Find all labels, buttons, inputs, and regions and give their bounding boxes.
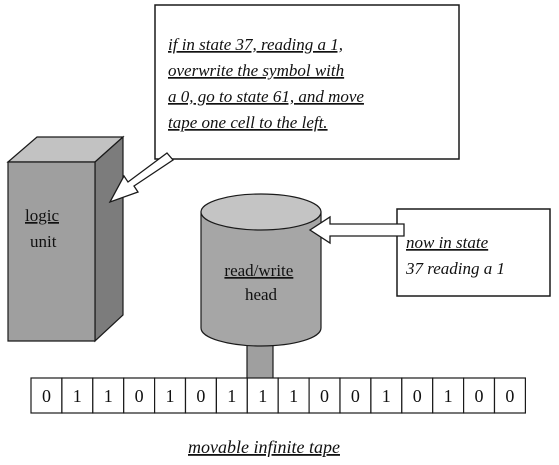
tape-cell: 1 — [277, 377, 310, 414]
tape-cell: 0 — [493, 377, 526, 414]
tape-cell-symbol: 0 — [413, 386, 422, 406]
logic-unit-label-line-2: unit — [30, 232, 57, 251]
tape-cell: 1 — [246, 377, 279, 414]
tape-cell-symbol: 1 — [73, 386, 82, 406]
tape-cell-symbol: 1 — [104, 386, 113, 406]
arrow-to-head — [308, 215, 405, 245]
tape-cell: 0 — [463, 377, 496, 414]
tape-cell: 1 — [154, 377, 187, 414]
tape-cell: 0 — [401, 377, 434, 414]
tape-cell-box — [123, 377, 156, 414]
head-label: read/write head — [224, 261, 297, 304]
tape-cell-symbol: 0 — [42, 386, 51, 406]
state-callout-text: now in state 37 reading a 1 — [405, 233, 505, 278]
state-callout: now in state 37 reading a 1 — [396, 208, 551, 297]
rule-line-1: if in state 37, reading a 1, — [168, 35, 343, 54]
tape-cell: 0 — [308, 377, 341, 414]
state-line-1: now in state — [406, 233, 489, 252]
logic-unit: logic unit — [6, 135, 125, 343]
tape-cell-symbol: 0 — [505, 386, 514, 406]
tape-cell: 0 — [123, 377, 156, 414]
tape-cell: 1 — [370, 377, 403, 414]
rule-callout-text: if in state 37, reading a 1, overwrite t… — [168, 35, 368, 132]
tape-cell-symbol: 0 — [135, 386, 144, 406]
rule-line-4: tape one cell to the left. — [168, 113, 328, 132]
tape-cell-symbol: 0 — [320, 386, 329, 406]
state-callout-box — [396, 208, 551, 297]
tape-cell-symbol: 1 — [289, 386, 298, 406]
tape-cell-box — [246, 377, 279, 414]
tape-cell-box — [493, 377, 526, 414]
tape-cell-box — [308, 377, 341, 414]
rule-callout: if in state 37, reading a 1, overwrite t… — [154, 4, 460, 160]
head-body — [200, 211, 322, 347]
tape-cell-box — [184, 377, 217, 414]
rule-line-2: overwrite the symbol with — [168, 61, 344, 80]
tape: 0 1 1 0 1 0 1 1 1 0 0 1 0 1 0 0 — [30, 377, 526, 414]
tape-cell-box — [277, 377, 310, 414]
tape-cell: 1 — [215, 377, 248, 414]
tape-cell-box — [432, 377, 465, 414]
tape-cell-symbol: 0 — [475, 386, 484, 406]
tape-cell: 0 — [30, 377, 63, 414]
rule-line-3: a 0, go to state 61, and move — [168, 87, 364, 106]
tape-cell: 0 — [184, 377, 217, 414]
state-line-2: 37 reading a 1 — [405, 259, 505, 278]
head-label-line-2: head — [245, 285, 278, 304]
tape-cell-box — [339, 377, 372, 414]
tape-cell-box — [92, 377, 125, 414]
tape-cell-symbol: 0 — [196, 386, 205, 406]
tape-cell-symbol: 1 — [166, 386, 175, 406]
tape-cell-symbol: 1 — [227, 386, 236, 406]
tape-cell: 1 — [432, 377, 465, 414]
arrow-to-logic-unit — [108, 152, 174, 204]
tape-cell: 1 — [61, 377, 94, 414]
tape-cell-box — [401, 377, 434, 414]
logic-unit-label-line-1: logic — [25, 206, 59, 225]
logic-unit-label: logic unit — [25, 206, 63, 251]
rule-callout-box — [154, 4, 460, 160]
tape-cell-symbol: 1 — [258, 386, 267, 406]
tape-cell-box — [61, 377, 94, 414]
tape-cell: 0 — [339, 377, 372, 414]
tape-cell-box — [215, 377, 248, 414]
tape-cell-box — [370, 377, 403, 414]
tape-cell-symbol: 0 — [351, 386, 360, 406]
head-label-line-1: read/write — [224, 261, 293, 280]
tape-cell-symbol: 1 — [444, 386, 453, 406]
tape-cell-symbol: 1 — [382, 386, 391, 406]
head-top — [200, 193, 322, 231]
tape-cell: 1 — [92, 377, 125, 414]
logic-unit-side — [94, 135, 124, 343]
logic-unit-front — [7, 161, 96, 342]
read-write-head: read/write head — [200, 193, 322, 393]
tape-caption: movable infinite tape — [188, 437, 340, 457]
